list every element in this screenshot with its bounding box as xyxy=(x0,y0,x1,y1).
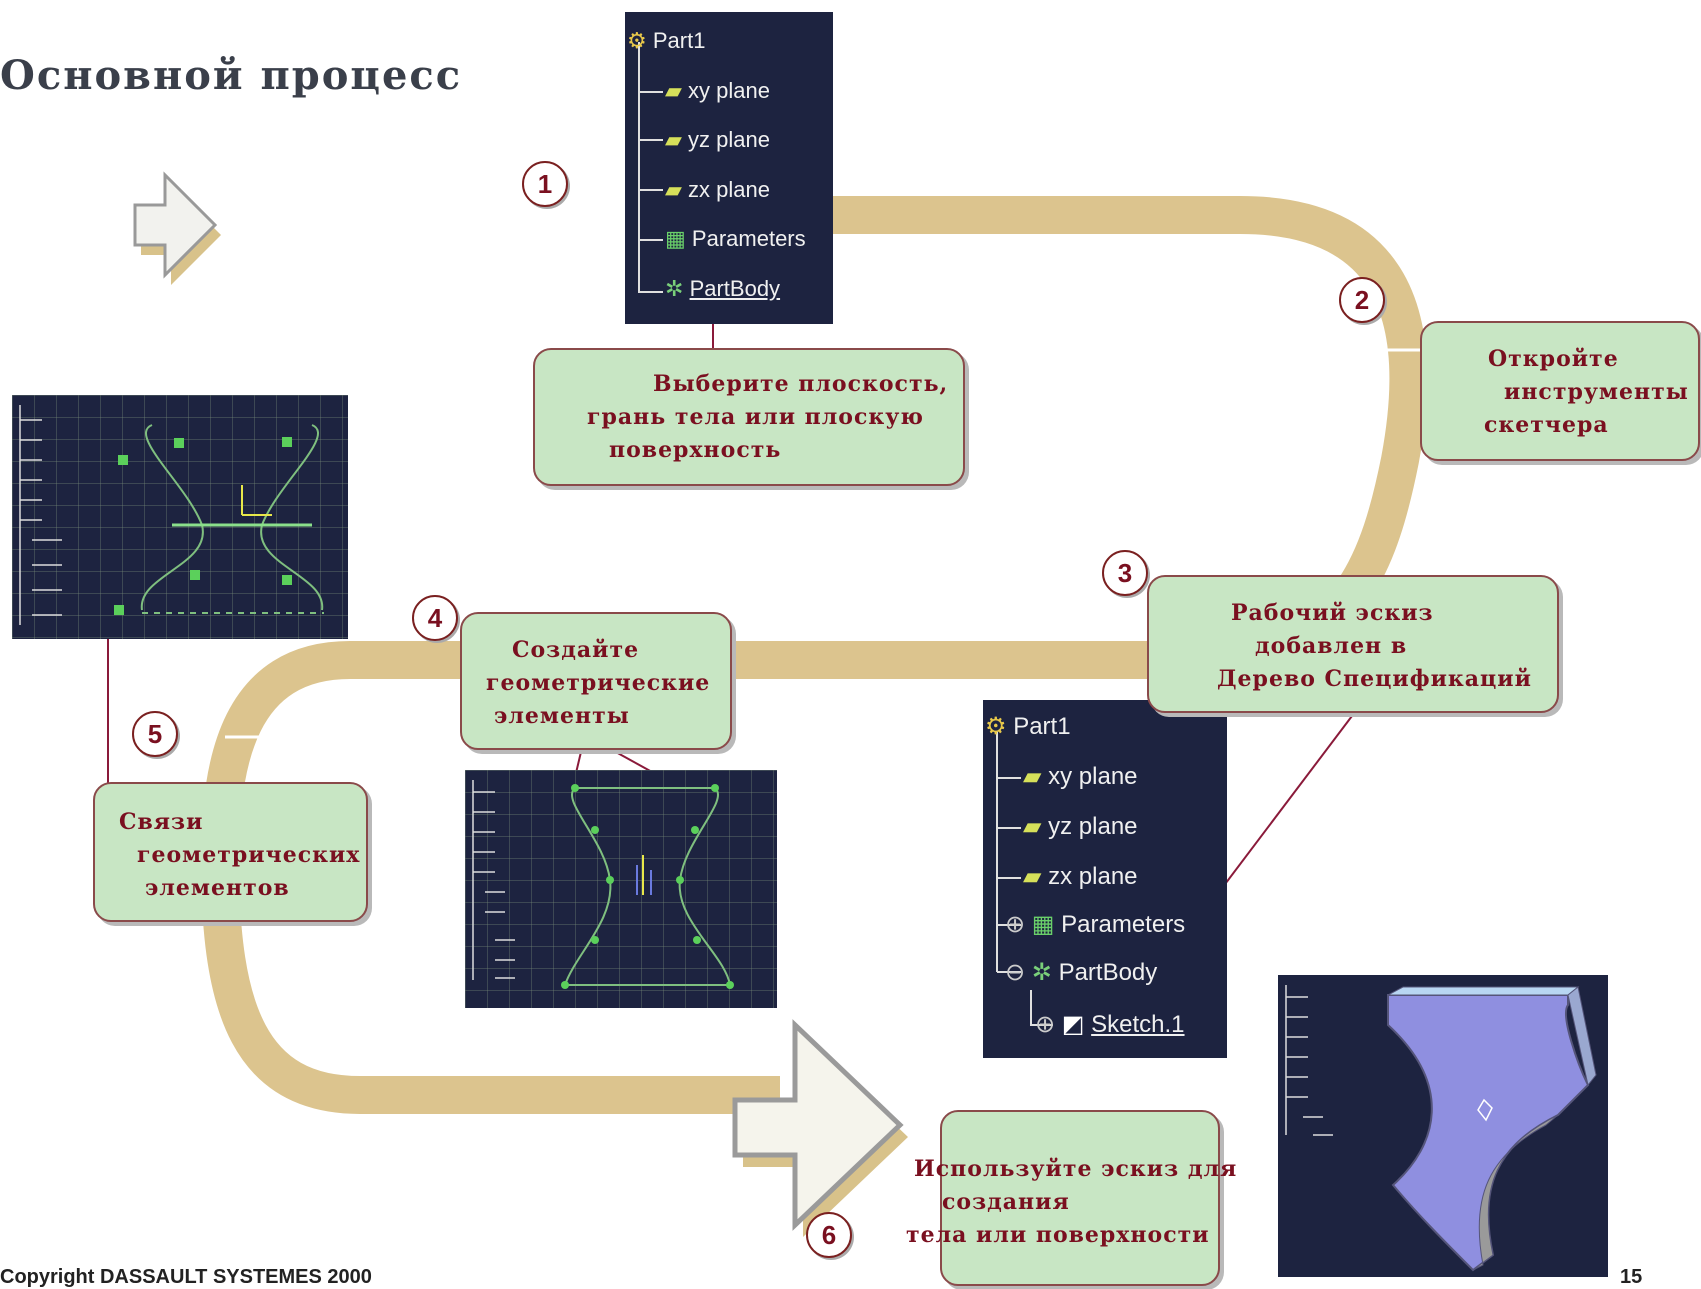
sketch-thumbnail-constraints xyxy=(12,395,348,639)
parameters-icon: ▦ xyxy=(1031,911,1055,938)
callout-line: Откройте xyxy=(1488,346,1619,372)
callout-line: Дерево Спецификаций xyxy=(1217,666,1532,692)
sketch-thumbnail-geometry xyxy=(465,770,777,1008)
tree-item-yz-plane[interactable]: ▰ yz plane xyxy=(1023,813,1138,840)
callout-line: Рабочий эскиз xyxy=(1231,600,1434,626)
callout-line: скетчера xyxy=(1484,412,1609,438)
tree-item-partbody[interactable]: ⊖ ✲ PartBody xyxy=(1005,959,1158,986)
collapse-minus-icon[interactable]: ⊖ xyxy=(1005,959,1026,986)
plane-icon: ▰ xyxy=(1023,813,1042,840)
tree-item-zx-plane[interactable]: ▰ zx plane xyxy=(665,177,770,202)
part-icon: ⚙ xyxy=(627,28,647,53)
plane-icon: ▰ xyxy=(1023,863,1042,890)
arrow-right-icon xyxy=(133,171,221,285)
plane-icon: ▰ xyxy=(1023,763,1042,790)
callout-step1: Выберите плоскость, грань тела или плоск… xyxy=(533,348,965,486)
step-number-4: 4 xyxy=(412,595,458,641)
body-icon: ✲ xyxy=(1031,959,1052,986)
callout-step3: Рабочий эскиз добавлен в Дерево Специфик… xyxy=(1147,575,1559,713)
expand-plus-icon[interactable]: ⊕ xyxy=(1035,1011,1056,1038)
callout-step2: Откройте инструменты скетчера xyxy=(1420,321,1700,461)
body-icon: ✲ xyxy=(665,276,684,301)
step-number-3: 3 xyxy=(1102,550,1148,596)
sketch-profile-drawing xyxy=(19,405,324,625)
plane-icon: ▰ xyxy=(665,127,682,152)
callout-step5: Связи геометрических элементов xyxy=(93,782,368,922)
callout-line: Выберите плоскость, xyxy=(653,371,949,397)
tree-item-xy-plane[interactable]: ▰ xy plane xyxy=(1023,763,1138,790)
tree-root-label[interactable]: Part1 xyxy=(652,28,706,53)
page-number: 15 xyxy=(1620,1266,1643,1288)
callout-step4: Создайте геометрические элементы xyxy=(460,612,732,750)
parameters-icon: ▦ xyxy=(665,226,686,251)
tree-connectors xyxy=(996,732,1053,1026)
tree-item-parameters[interactable]: ⊕ ▦ Parameters xyxy=(1005,911,1186,938)
callout-line: Связи xyxy=(119,809,204,835)
callout-step6-text: Используйте эскиз для создания тела или … xyxy=(900,1153,1260,1252)
step-number-2: 2 xyxy=(1339,277,1385,323)
step-number-5: 5 xyxy=(132,711,178,757)
callout-line: геометрические xyxy=(486,670,711,696)
callout-step6 xyxy=(940,1110,1220,1286)
copyright-footer: Copyright DASSAULT SYSTEMES 2000 xyxy=(0,1266,372,1288)
callout-line: элементы xyxy=(494,703,630,729)
solid-body-drawing xyxy=(1285,985,1597,1272)
sketch-icon: ◩ xyxy=(1061,1011,1085,1038)
callout-line: инструменты xyxy=(1504,379,1689,405)
tree-item-yz-plane[interactable]: ▰ yz plane xyxy=(665,127,770,152)
callout-line: Создайте xyxy=(512,637,640,663)
spec-tree-top: ⚙ Part1 ▰ xy plane ▰ yz plane ▰ zx plane… xyxy=(625,12,833,324)
spec-tree-bottom: ⚙ Part1 ▰ xy plane ▰ yz plane ▰ zx plane… xyxy=(983,700,1227,1058)
expand-plus-icon[interactable]: ⊕ xyxy=(1005,911,1026,938)
callout-line: элементов xyxy=(145,875,290,901)
tree-item-xy-plane[interactable]: ▰ xy plane xyxy=(665,78,770,103)
tree-item-parameters[interactable]: ▦ Parameters xyxy=(665,226,806,251)
step-number-1: 1 xyxy=(522,161,568,207)
tree-root-label[interactable]: Part1 xyxy=(1013,713,1071,740)
callout-line: Используйте эскиз для xyxy=(914,1156,1238,1182)
callout-line: геометрических xyxy=(137,842,361,868)
sketch-profile-drawing xyxy=(472,780,734,989)
tree-connectors xyxy=(638,42,663,293)
tree-item-partbody[interactable]: ✲ PartBody xyxy=(665,276,781,301)
plane-icon: ▰ xyxy=(665,78,682,103)
step-number-6: 6 xyxy=(806,1212,852,1258)
tree-item-sketch[interactable]: ⊕ ◩ Sketch.1 xyxy=(1035,1011,1185,1038)
callout-line: добавлен в xyxy=(1255,633,1408,659)
callout-line: грань тела или плоскую xyxy=(587,404,924,430)
part-icon: ⚙ xyxy=(985,713,1007,740)
callout-line: создания xyxy=(942,1189,1070,1215)
arrow-right-icon xyxy=(732,1019,908,1237)
callout-line: поверхность xyxy=(609,437,782,463)
page-title: Основной процесс xyxy=(0,52,463,99)
tree-item-zx-plane[interactable]: ▰ zx plane xyxy=(1023,863,1138,890)
callout-line: тела или поверхности xyxy=(906,1222,1210,1248)
plane-icon: ▰ xyxy=(665,177,682,202)
solid-part-thumbnail xyxy=(1278,975,1608,1277)
